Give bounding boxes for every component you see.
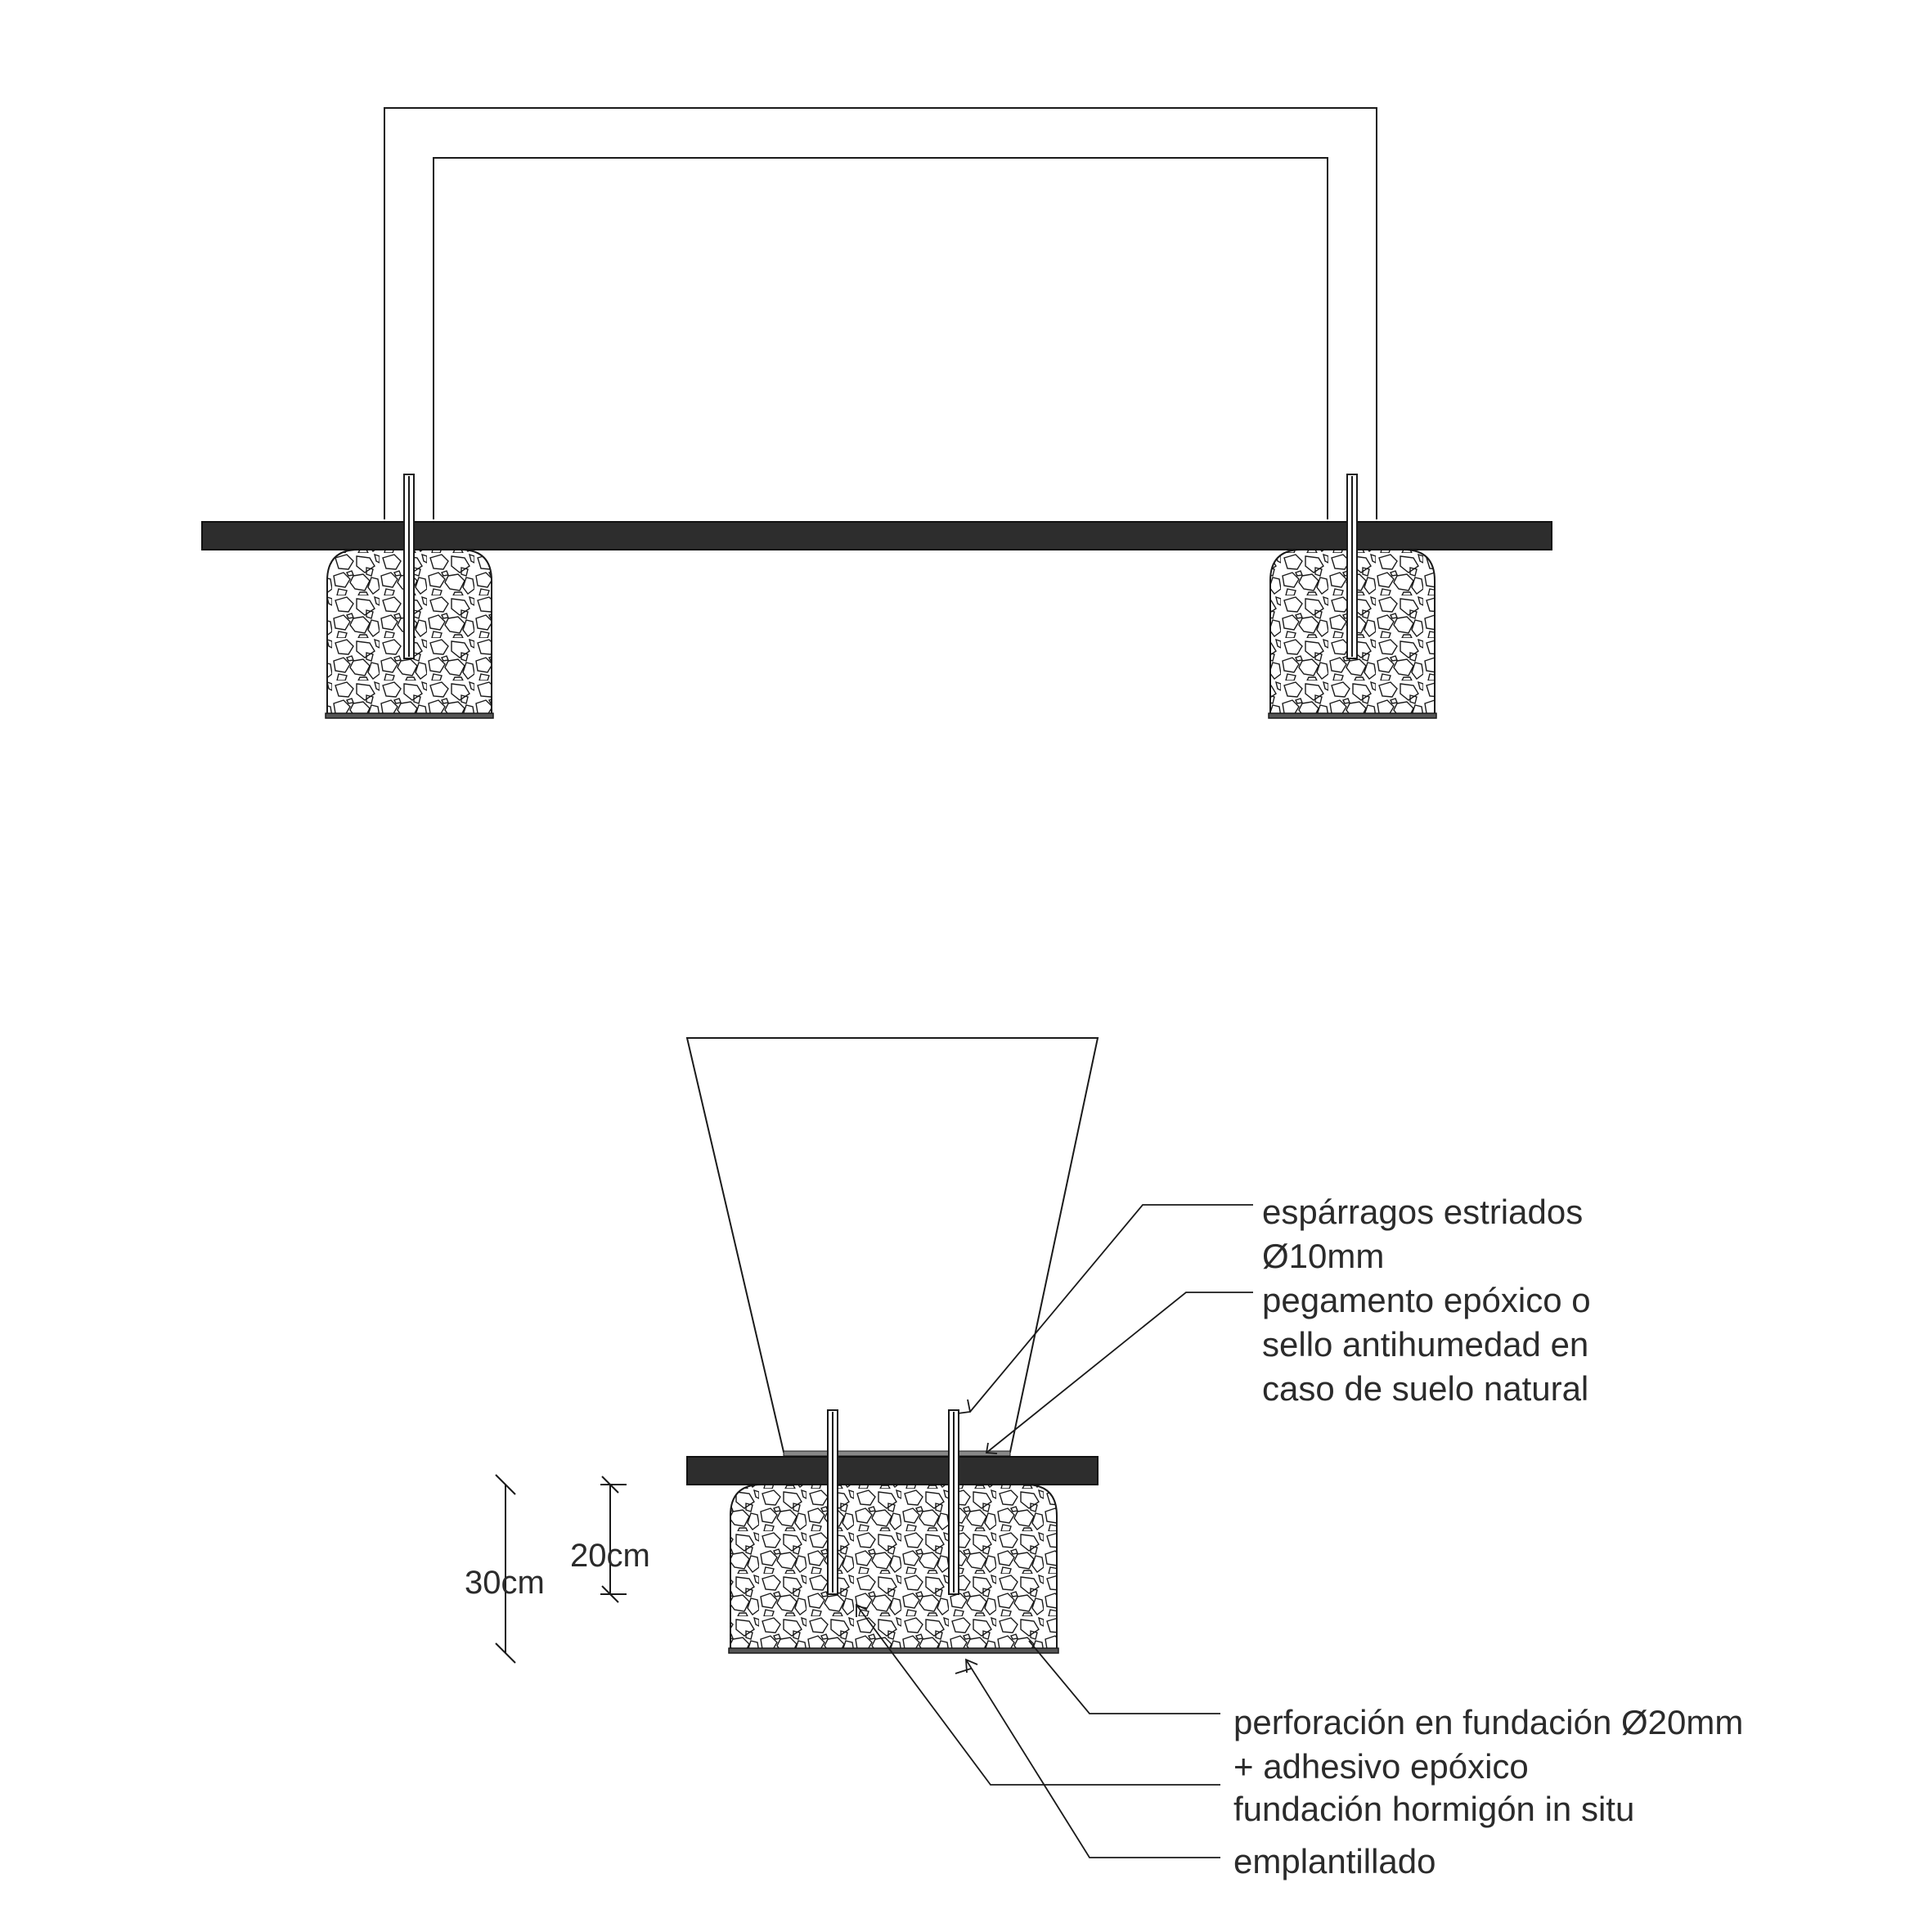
floor-beam xyxy=(201,521,1552,550)
label-rods-line2: Ø10mm xyxy=(1262,1237,1384,1275)
steel-rod-right xyxy=(1346,474,1358,659)
dimension-30cm xyxy=(495,1474,516,1664)
elevation-view xyxy=(201,107,1552,719)
dimension-20cm xyxy=(600,1476,627,1603)
epoxy-seal-layer xyxy=(783,1450,1011,1457)
label-epoxy-line2: sello antihumedad en xyxy=(1262,1325,1588,1364)
label-rods-line1: espárragos estriados xyxy=(1262,1193,1583,1231)
label-drill-line1: perforación en fundación Ø20mm xyxy=(1233,1703,1743,1741)
blinding-layer-left xyxy=(325,712,494,719)
leader-drill xyxy=(1028,1640,1220,1714)
post-trapezoid xyxy=(685,1037,1099,1453)
leader-blinding xyxy=(965,1659,1220,1858)
steel-rod-section-left xyxy=(827,1409,838,1595)
leader-epoxy xyxy=(986,1292,1253,1453)
blinding-layer-right xyxy=(1268,712,1437,719)
frame-outer-outline xyxy=(384,107,1377,519)
label-blinding: emplantillado xyxy=(1233,1842,1436,1880)
steel-rod-section-right xyxy=(948,1409,959,1595)
footing-section xyxy=(728,1484,1059,1654)
dimension-label-30cm: 30cm xyxy=(465,1565,545,1601)
floor-beam-section xyxy=(686,1456,1099,1485)
dimension-label-20cm: 20cm xyxy=(570,1538,650,1574)
leader-rods xyxy=(969,1204,1253,1413)
leader-lines xyxy=(856,1204,1253,1858)
label-drill-line2: + adhesivo epóxico xyxy=(1233,1747,1529,1786)
steel-rod-left xyxy=(403,474,415,659)
label-epoxy-line3: caso de suelo natural xyxy=(1262,1369,1588,1408)
label-foundation: fundación hormigón in situ xyxy=(1233,1790,1634,1828)
blinding-layer-section xyxy=(728,1647,1059,1654)
section-view: 30cm 20cm espárragos estriados Ø10mm peg… xyxy=(465,1037,1743,1880)
label-epoxy-line1: pegamento epóxico o xyxy=(1262,1281,1591,1319)
frame-inner-outline xyxy=(433,157,1328,519)
leader-foundation xyxy=(856,1604,1220,1786)
